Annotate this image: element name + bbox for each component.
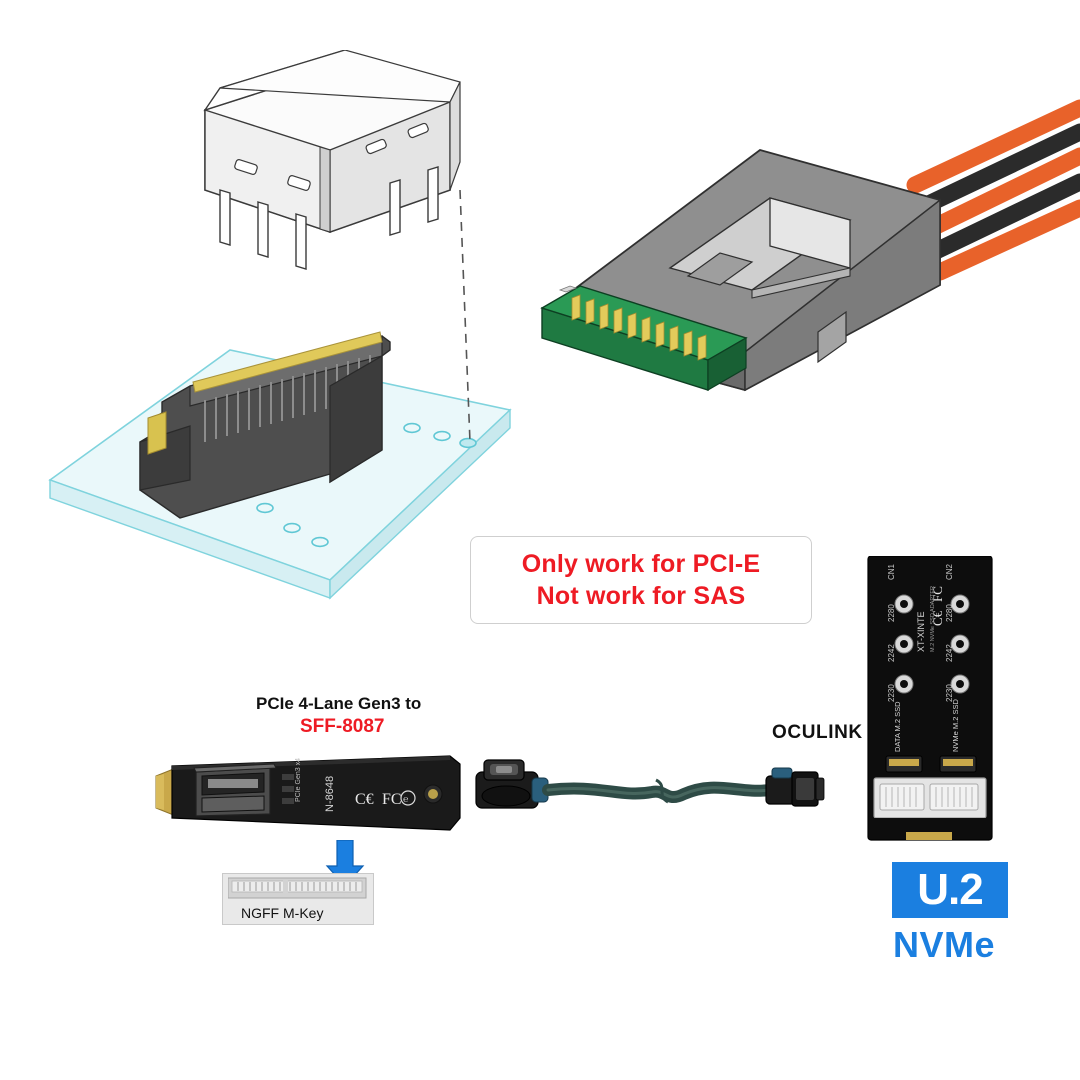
brand-text: XT-XINTE [916, 611, 926, 652]
pcie-gen3-label: PCIe 4-Lane Gen3 to [256, 694, 422, 713]
svg-text:FC: FC [930, 586, 945, 602]
warning-box: Only work for PCI-E Not work for SAS [470, 536, 812, 624]
u2-badge: U.2 [892, 862, 1008, 918]
m2-socket-right [939, 755, 977, 773]
fc-mark-text: FC [382, 791, 402, 808]
cable-left-connector [475, 759, 549, 809]
warning-line-2: Not work for SAS [536, 582, 746, 610]
cable-right-connector [765, 767, 825, 807]
pcb-tongue [540, 285, 748, 392]
svg-text:C€: C€ [930, 610, 945, 626]
svg-text:CN1: CN1 [887, 563, 896, 580]
sff8087-receptacle-assembly [48, 50, 512, 600]
u2-to-m2-nvme-board: CN1 CN2 2280 2280 2242 2242 2230 2230 XT… [867, 556, 993, 841]
silk-model-text: N-8648 [324, 776, 336, 812]
svg-text:2280: 2280 [887, 604, 896, 622]
ce-mark-text: C€ [355, 791, 374, 808]
nvme-label: NVMe [893, 924, 996, 965]
m2-to-sff8087-adapter-card: N-8648 PCIe Gen3 x4 C€ FC ℮ [155, 755, 461, 831]
m2-socket-left [885, 755, 923, 773]
u2-edge-connector [873, 777, 987, 840]
svg-text:M.2 NVMe SSD ADAPTER: M.2 NVMe SSD ADAPTER [930, 586, 936, 652]
oculink-label: OCULINK [772, 722, 863, 743]
card-sff-connector [193, 763, 277, 817]
alignment-guide [459, 189, 471, 443]
svg-text:℮: ℮ [403, 794, 408, 804]
connector-shell-exploded [203, 50, 461, 270]
svg-text:CN2: CN2 [945, 563, 954, 580]
svg-text:2242: 2242 [945, 644, 954, 662]
sff8087-cable-plug [540, 99, 1080, 392]
svg-text:2280: 2280 [945, 604, 954, 622]
silk-small-text: PCIe Gen3 x4 [295, 758, 302, 802]
svg-text:2242: 2242 [887, 644, 896, 662]
receptacle-body [139, 331, 391, 519]
svg-text:2230: 2230 [887, 684, 896, 702]
sff8087-to-oculink-cable [475, 759, 825, 809]
ngff-m-key-label: NGFF M-Key [241, 905, 324, 921]
ngff-socket-detail [228, 877, 367, 899]
u2-badge-text: U.2 [917, 865, 983, 914]
svg-text:NVMe M.2 SSD: NVMe M.2 SSD [951, 698, 960, 752]
svg-text:2230: 2230 [945, 684, 954, 702]
warning-line-1: Only work for PCI-E [521, 550, 761, 578]
svg-text:DATA M.2 SSD: DATA M.2 SSD [893, 701, 902, 752]
cable-wires [906, 99, 1080, 281]
sff-8087-label: SFF-8087 [300, 716, 385, 737]
